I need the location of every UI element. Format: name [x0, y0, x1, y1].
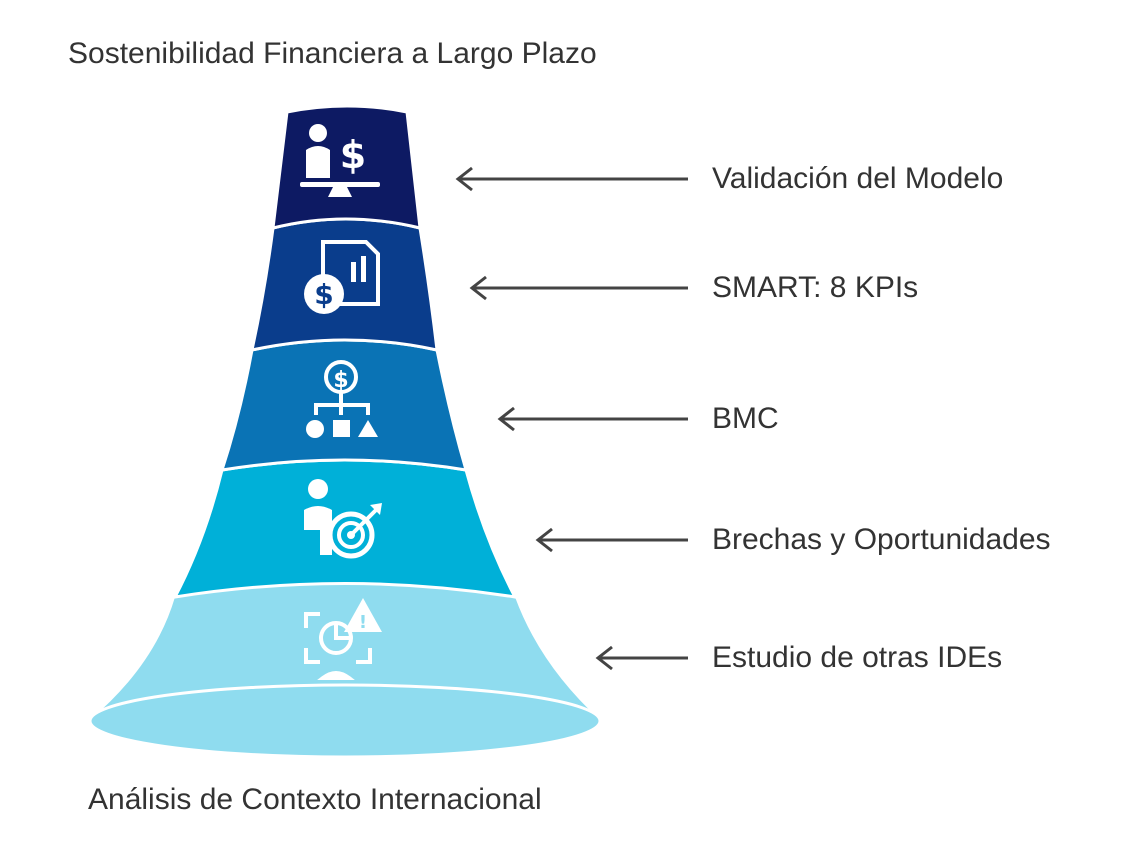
- top-title: Sostenibilidad Financiera a Largo Plazo: [68, 37, 597, 70]
- financial-report-icon: $: [304, 240, 380, 314]
- funnel-base-ellipse: [88, 683, 602, 759]
- bottom-title: Análisis de Contexto Internacional: [88, 783, 542, 816]
- arrow-3: [497, 406, 688, 432]
- person-target-icon: [304, 479, 382, 559]
- funnel-segment-4: [172, 458, 518, 599]
- arrow-2: [469, 275, 688, 301]
- stage-label-4: Brechas y Oportunidades: [712, 523, 1051, 556]
- arrow-1: [455, 166, 688, 192]
- stage-label-1: Validación del Modelo: [712, 162, 1004, 195]
- balance-scale-person-dollar-icon: $: [300, 124, 380, 197]
- svg-text:$: $: [333, 368, 348, 393]
- risk-analysis-icon: !: [304, 598, 382, 680]
- svg-text:$: $: [340, 133, 366, 177]
- stage-label-3: BMC: [712, 402, 779, 435]
- svg-text:!: !: [359, 612, 367, 633]
- arrow-5: [595, 645, 688, 671]
- arrow-4: [535, 527, 688, 553]
- svg-text:$: $: [314, 278, 333, 311]
- stage-label-2: SMART: 8 KPIs: [712, 271, 919, 304]
- business-model-hierarchy-icon: $: [306, 360, 378, 438]
- funnel-segment-2: [250, 217, 439, 352]
- stage-label-5: Estudio de otras IDEs: [712, 641, 1003, 674]
